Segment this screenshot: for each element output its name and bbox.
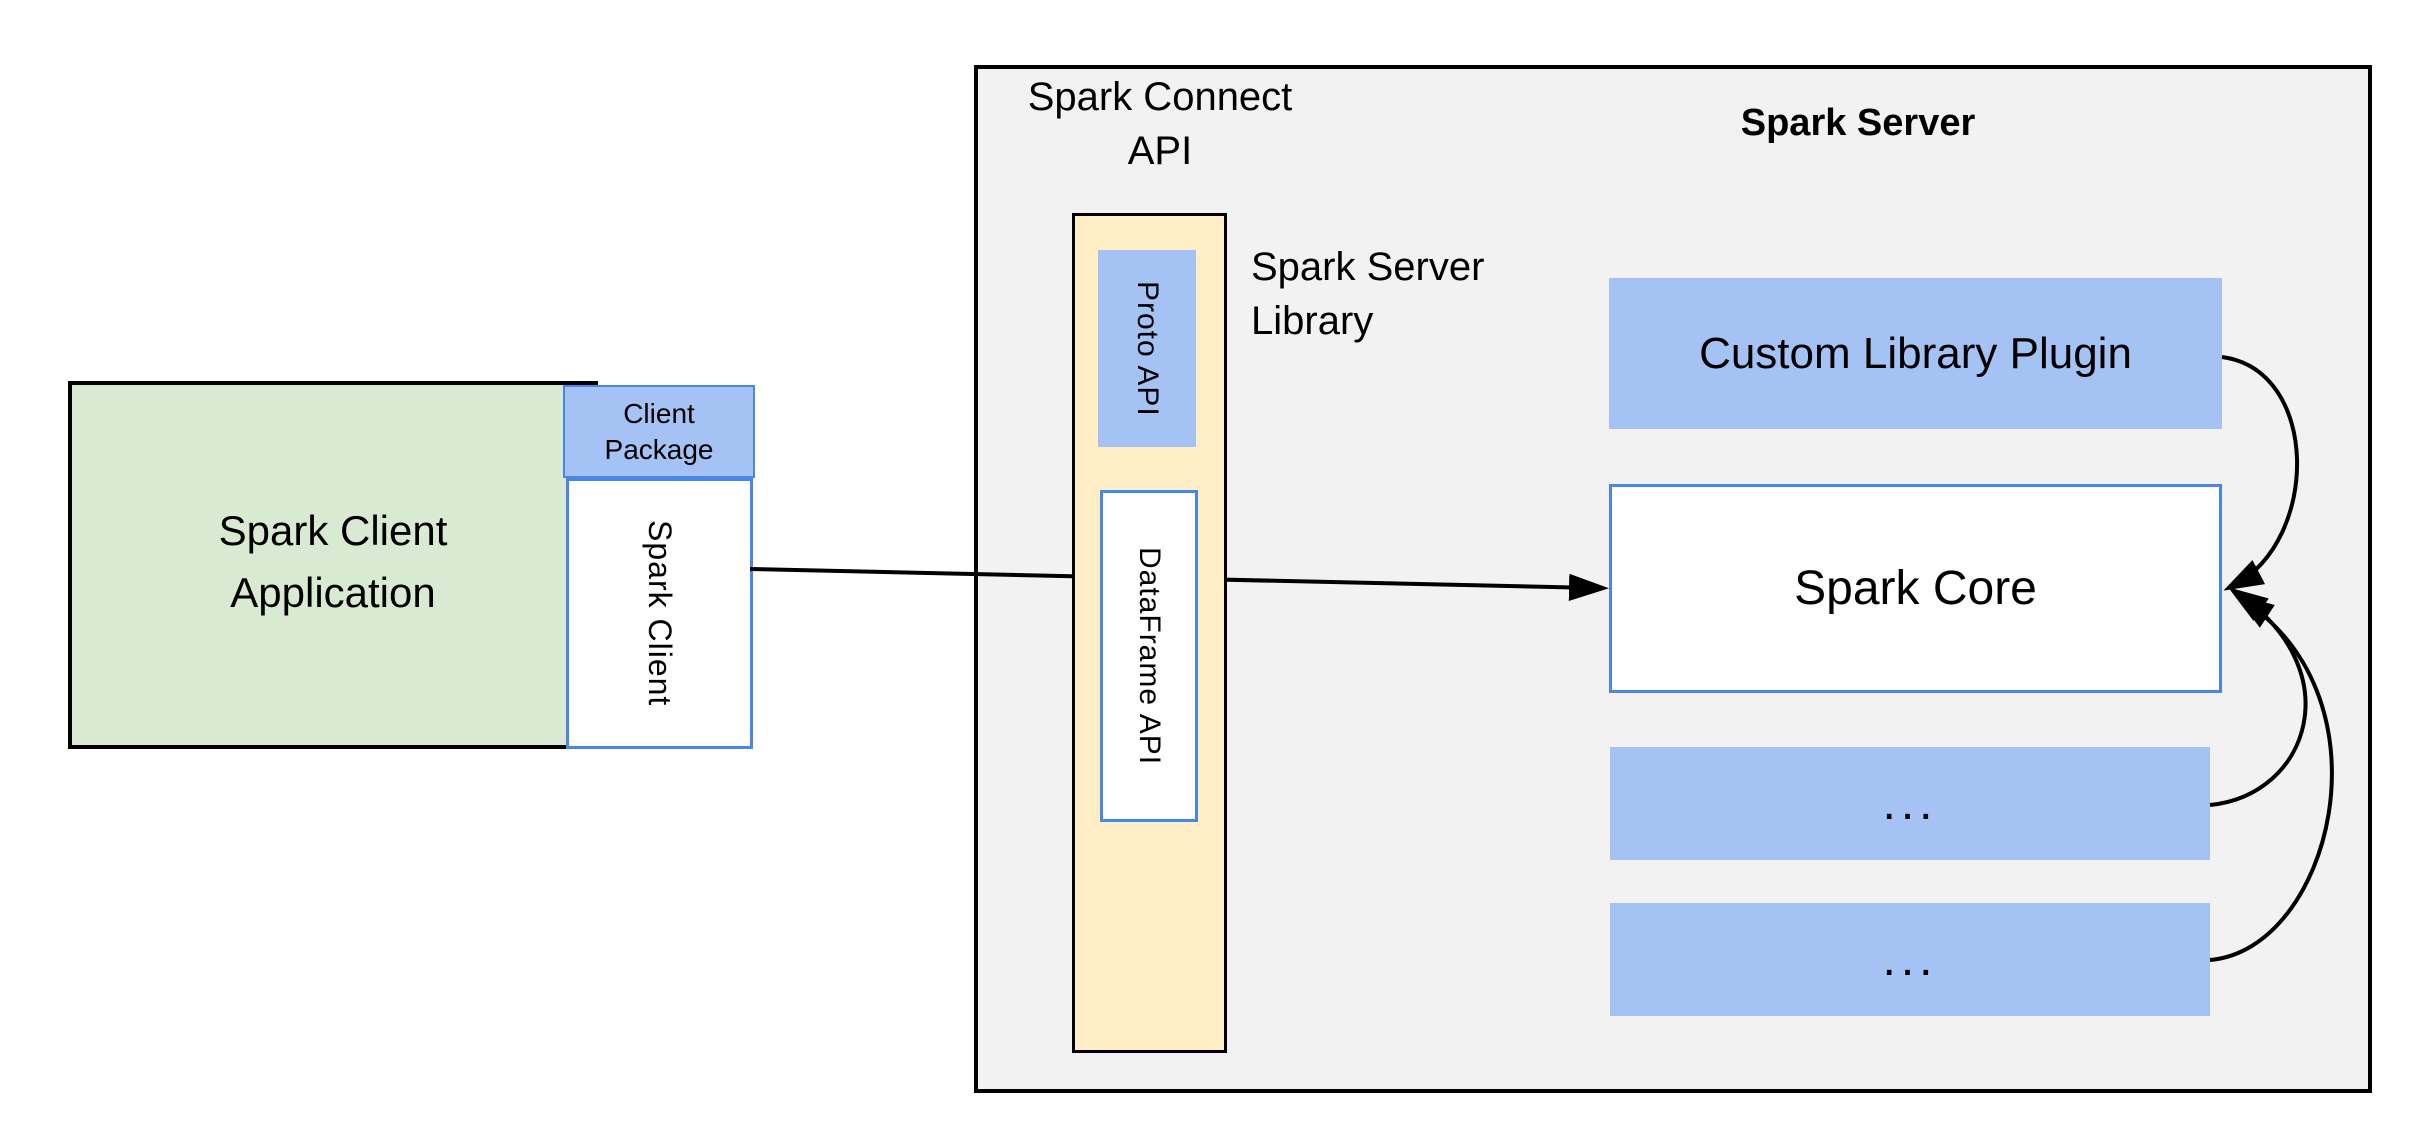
plugin-slot-box-2: ... xyxy=(1610,903,2210,1016)
plugin-slot-1-label: ... xyxy=(1882,777,1938,830)
spark-connect-api-label-line1: Spark Connect xyxy=(1027,75,1293,119)
spark-server-title: Spark Server xyxy=(1740,102,1976,144)
spark-server-library-label-line2: Library xyxy=(1251,299,1374,343)
dataframe-api-label: DataFrame API xyxy=(1133,546,1166,766)
dataframe-api-box: DataFrame API xyxy=(1100,490,1198,822)
client-package-label-line2: Package xyxy=(604,433,714,465)
client-package-box: Client Package xyxy=(563,385,755,478)
spark-client-application-box xyxy=(68,381,598,749)
proto-api-label: Proto API xyxy=(1131,280,1164,417)
spark-client-application-label-line2: Application xyxy=(230,569,436,616)
client-package-label-line1: Client xyxy=(623,397,695,429)
spark-core-box: Spark Core xyxy=(1609,484,2222,693)
custom-library-plugin-box: Custom Library Plugin xyxy=(1609,278,2222,429)
spark-server-library-label-line1: Spark Server xyxy=(1251,245,1485,289)
spark-core-label: Spark Core xyxy=(1794,562,2037,615)
client-package-label: Client Package xyxy=(605,396,714,468)
spark-connect-api-label: Spark Connect API xyxy=(988,70,1332,178)
spark-client-application-label: Spark Client Application xyxy=(68,500,598,624)
proto-api-box: Proto API xyxy=(1098,250,1196,447)
plugin-slot-2-label: ... xyxy=(1882,933,1938,986)
spark-client-application-label-line1: Spark Client xyxy=(218,507,448,554)
plugin-slot-box-1: ... xyxy=(1610,747,2210,860)
spark-connect-api-label-line2: API xyxy=(1127,129,1193,173)
spark-client-label: Spark Client xyxy=(642,520,678,707)
spark-client-box: Spark Client xyxy=(566,478,753,749)
custom-library-plugin-label: Custom Library Plugin xyxy=(1699,328,2132,378)
spark-server-library-label: Spark Server Library xyxy=(1251,240,1581,348)
